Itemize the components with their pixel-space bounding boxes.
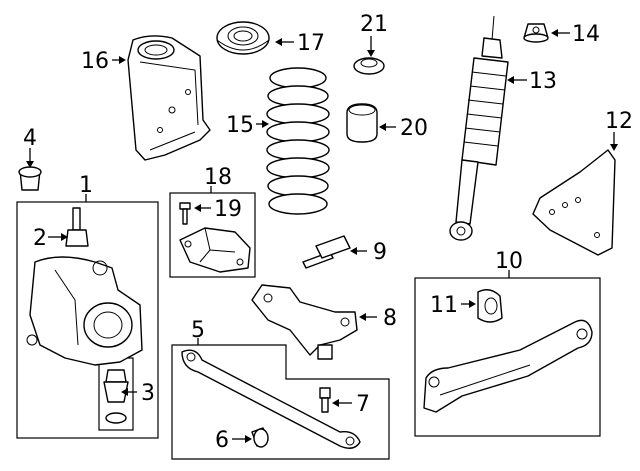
callout-17: 17 [297, 31, 325, 56]
callout-4: 4 [23, 126, 37, 151]
callout-7: 7 [356, 392, 370, 417]
track-bar-part [181, 349, 361, 449]
lower-ball-joint-part [103, 369, 129, 424]
callout-10: 10 [495, 249, 523, 274]
leader-lines [26, 29, 618, 443]
knuckle-group-box [16, 201, 159, 439]
callout-11: 11 [430, 293, 458, 318]
shock-absorber-part [449, 15, 509, 241]
callout-16: 16 [81, 49, 109, 74]
jounce-bumper-part [346, 103, 378, 143]
coil-spring-part [266, 67, 330, 215]
shock-bracket-part [532, 149, 616, 256]
callout-13: 13 [529, 69, 557, 94]
callout-9: 9 [373, 240, 387, 265]
callout-1: 1 [79, 173, 93, 198]
upper-control-arm-part [251, 284, 358, 360]
callout-12: 12 [605, 109, 633, 134]
mount-bracket-part [179, 227, 251, 273]
spring-isolator-part [216, 21, 270, 55]
bracket-group-box [169, 192, 256, 278]
steering-knuckle-part [26, 256, 143, 366]
shock-nut-part [523, 23, 549, 43]
track-bar-bushing-part [251, 427, 269, 448]
ball-stud-part [319, 387, 331, 413]
callout-5: 5 [191, 318, 205, 343]
callout-labels: 1 2 3 4 5 6 7 8 9 10 11 12 13 14 15 16 1… [23, 12, 633, 453]
callout-21: 21 [360, 12, 388, 37]
callout-8: 8 [383, 306, 397, 331]
callout-18: 18 [204, 165, 232, 190]
cam-bolt-part [302, 235, 351, 269]
control-arm-group-box [414, 277, 601, 437]
spring-tower-part [127, 35, 211, 161]
callout-3: 3 [141, 381, 155, 406]
bumper-cap-part [353, 57, 385, 75]
callout-19: 19 [214, 197, 242, 222]
callout-6: 6 [215, 428, 229, 453]
callout-15: 15 [226, 113, 254, 138]
upper-ball-joint-part [65, 207, 89, 247]
bracket-bolt-part [179, 202, 191, 225]
control-arm-bushing-part [477, 289, 503, 323]
bushing-part [18, 166, 42, 191]
callout-20: 20 [400, 116, 428, 141]
lower-control-arm-part [423, 319, 593, 413]
track-bar-group-box [171, 344, 390, 460]
callout-2: 2 [33, 226, 47, 251]
callout-14: 14 [572, 22, 600, 47]
